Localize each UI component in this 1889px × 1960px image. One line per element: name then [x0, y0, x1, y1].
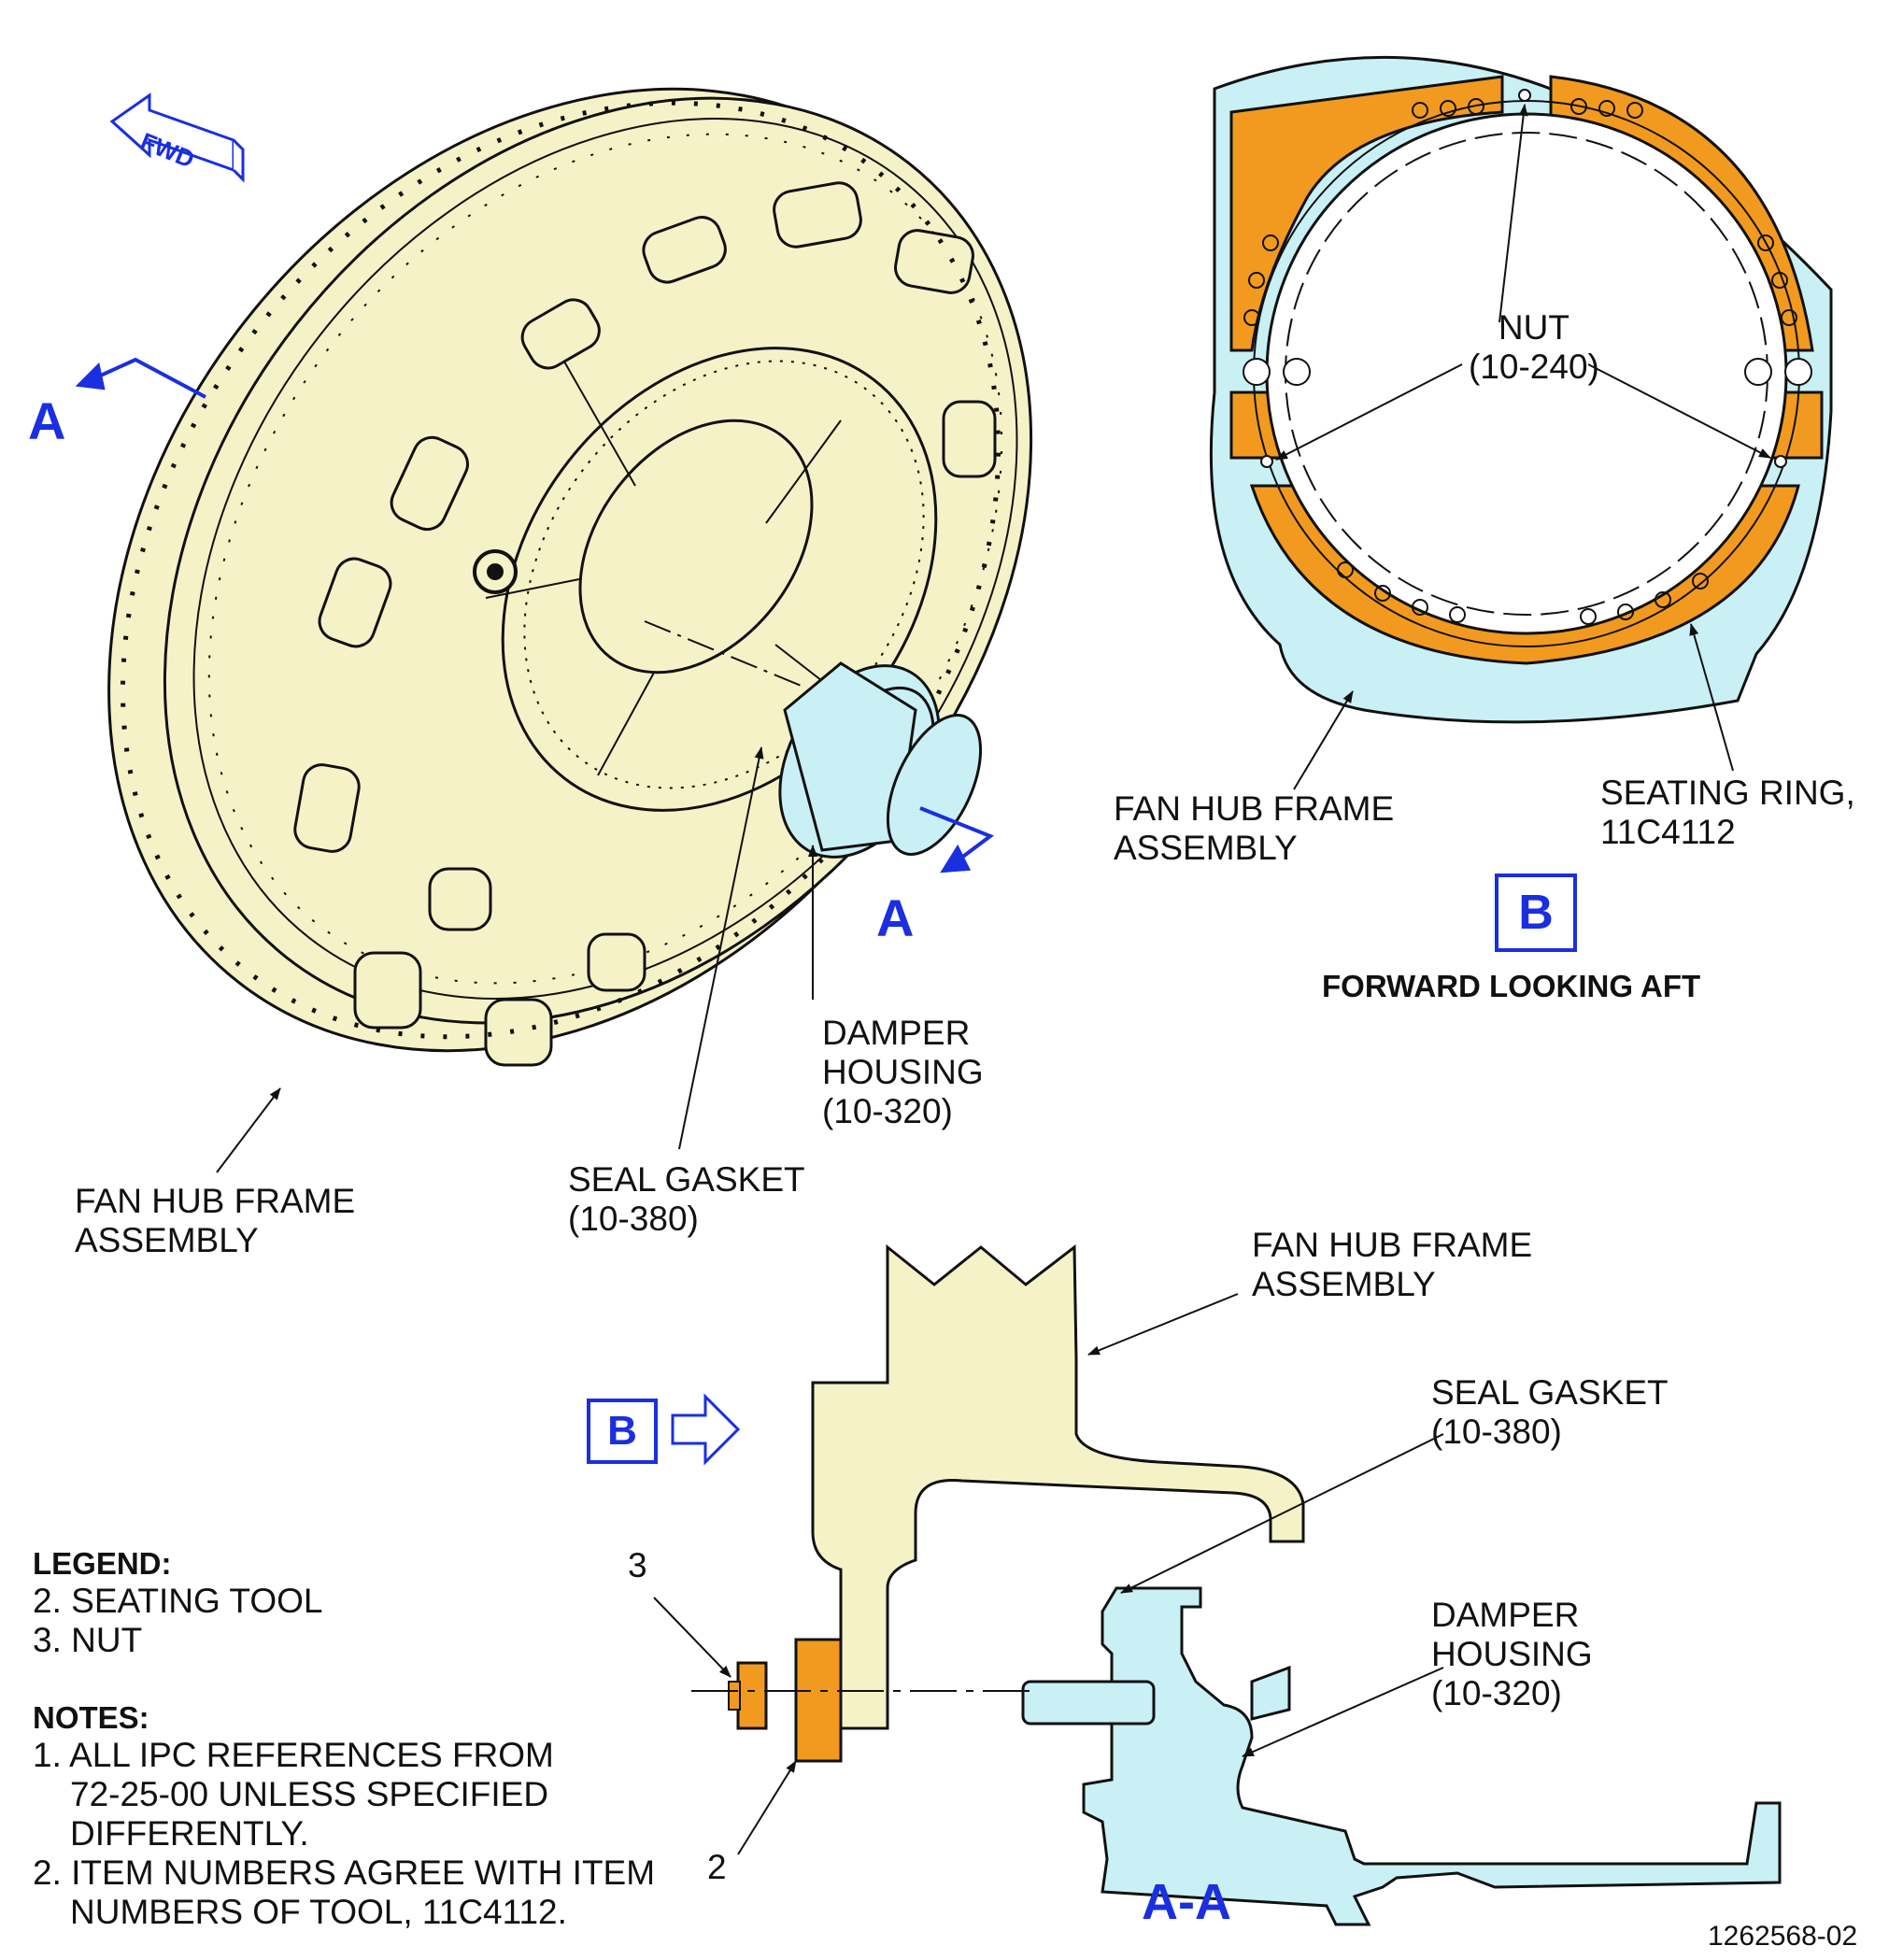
- legend: LEGEND: 2. SEATING TOOL 3. NUT: [33, 1546, 323, 1660]
- leader-seating-ring: [1689, 623, 1734, 772]
- leader-nut-top: [1498, 104, 1528, 323]
- leader-damper-aa: [1242, 1667, 1444, 1757]
- section-a-left-label: A: [28, 391, 65, 450]
- section-aa-damper: [1021, 1586, 1782, 1926]
- note-2-line: 2. ITEM NUMBERS AGREE WITH ITEM: [33, 1853, 656, 1892]
- leader-nut-right: [1587, 363, 1771, 459]
- note-1-line: DIFFERENTLY.: [70, 1814, 309, 1853]
- cut-line: [644, 620, 804, 688]
- section-a-cut-right: [919, 806, 995, 873]
- section-title: A-A: [1142, 1874, 1231, 1930]
- leader-seal-gasket-top: [678, 746, 764, 1150]
- legend-title: LEGEND:: [33, 1546, 172, 1581]
- section-a-right-label: A: [876, 888, 914, 947]
- section-aa-seating-tool: [728, 1638, 843, 1763]
- view-b-arrow-box: B: [587, 1399, 658, 1464]
- leader-nut-left: [1275, 363, 1463, 461]
- leader-fan-hub-b: [1293, 690, 1354, 790]
- view-b-box: B: [1495, 873, 1577, 952]
- note-2-line: NUMBERS OF TOOL, 11C4112.: [70, 1893, 567, 1931]
- view-b-ring: [1209, 55, 1833, 724]
- fan-hub-frame-isometric: [107, 87, 1033, 1067]
- notes-title: NOTES:: [33, 1700, 149, 1735]
- label-nut: NUT(10-240): [1469, 308, 1599, 386]
- label-seal-gasket-top: SEAL GASKET(10-380): [568, 1160, 805, 1238]
- leader-seal-gasket-aa: [1120, 1433, 1444, 1594]
- section-aa-frame: [811, 1243, 1305, 1730]
- legend-item: 3. NUT: [33, 1621, 143, 1659]
- leader-item-2: [737, 1760, 797, 1855]
- item-3-label: 3: [628, 1546, 647, 1584]
- leader-fan-hub-left: [216, 1087, 281, 1173]
- legend-item: 2. SEATING TOOL: [33, 1582, 323, 1620]
- section-a-cut-left: [75, 357, 206, 399]
- view-b-caption: FORWARD LOOKING AFT: [1322, 969, 1701, 1003]
- fwd-arrow-icon: [109, 92, 245, 183]
- figure-number: 1262568-02: [1708, 1921, 1858, 1952]
- notes: NOTES: 1. ALL IPC REFERENCES FROM 72-25-…: [33, 1700, 655, 1932]
- leader-fan-hub-aa: [1087, 1293, 1239, 1356]
- view-b-arrow-icon: [671, 1393, 741, 1466]
- note-1-line: 72-25-00 UNLESS SPECIFIED: [70, 1775, 549, 1813]
- label-seal-gasket-aa: SEAL GASKET(10-380): [1431, 1373, 1669, 1451]
- leader-item-3: [653, 1597, 731, 1678]
- item-2-label: 2: [707, 1848, 727, 1886]
- label-seating-ring: SEATING RING,11C4112: [1600, 774, 1855, 851]
- note-1-line: 1. ALL IPC REFERENCES FROM: [33, 1736, 554, 1774]
